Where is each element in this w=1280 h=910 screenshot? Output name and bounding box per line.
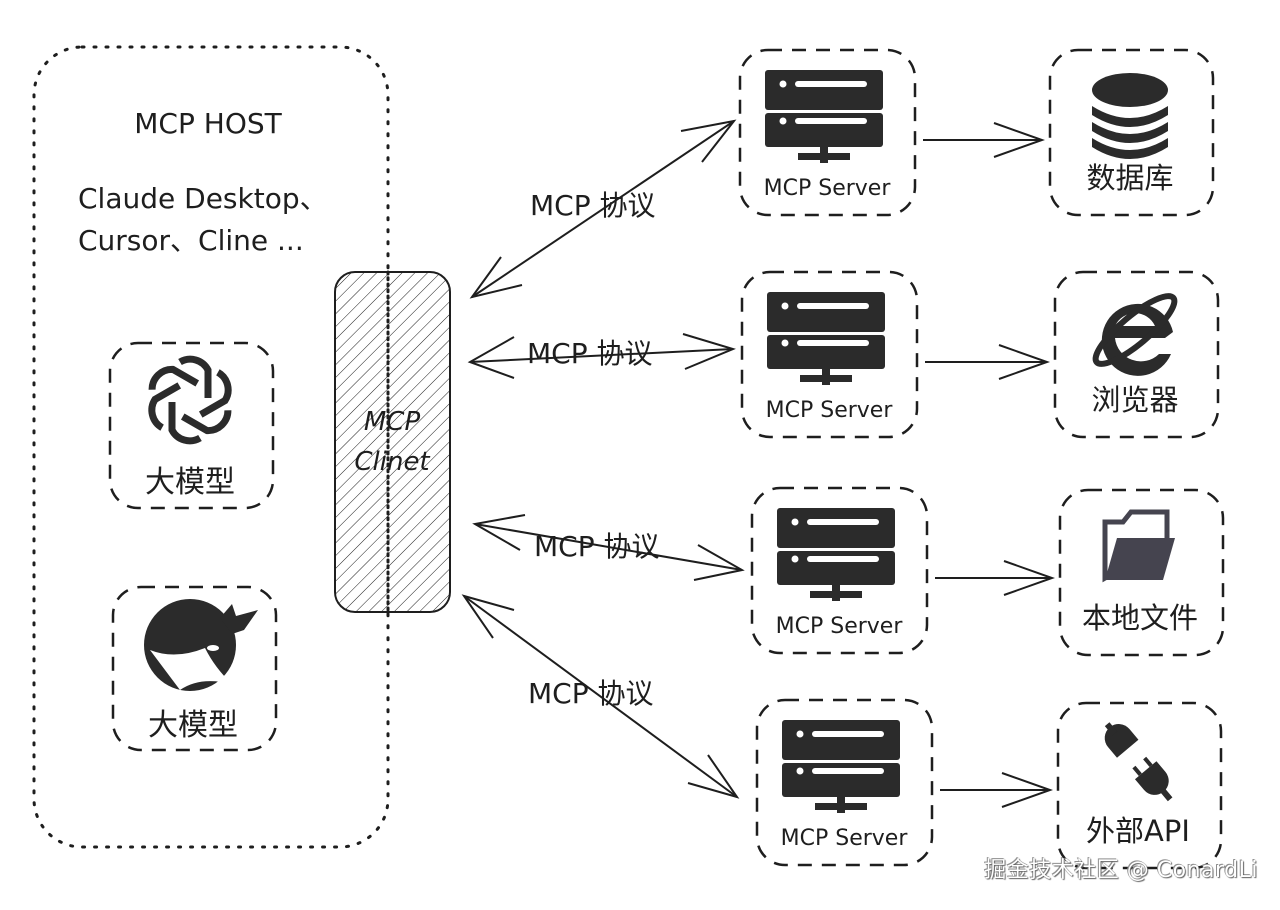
- folder-icon: [1102, 509, 1175, 583]
- deepseek-whale-icon: [144, 599, 258, 691]
- protocol-arrow-4: [461, 594, 740, 799]
- mcp-client[interactable]: MCP Clinet: [334, 270, 451, 614]
- protocol-arrow-1: [469, 119, 737, 299]
- model-label: 大模型: [148, 708, 238, 743]
- model-card-deepseek[interactable]: 大模型: [111, 585, 278, 752]
- resource-label: 外部API: [1086, 814, 1190, 848]
- resource-card-database[interactable]: 数据库: [1048, 48, 1215, 217]
- resource-card-ie-browser[interactable]: 浏览器: [1053, 270, 1220, 439]
- server-icon: [782, 720, 900, 813]
- model-card-openai[interactable]: 大模型: [108, 341, 275, 510]
- host-subtitle-line1: Claude Desktop、: [78, 182, 328, 215]
- server-to-resource-arrow: [925, 344, 1050, 380]
- server-label: MCP Server: [764, 176, 892, 201]
- protocol-label-2: MCP 协议: [527, 337, 653, 370]
- server-label: MCP Server: [781, 826, 909, 851]
- server-to-resource-arrow: [940, 772, 1053, 808]
- resource-card-folder[interactable]: 本地文件: [1058, 488, 1225, 657]
- model-label: 大模型: [145, 465, 235, 500]
- resource-card-plug[interactable]: 外部API: [1056, 701, 1223, 870]
- server-icon: [777, 508, 895, 601]
- resource-label: 本地文件: [1082, 601, 1198, 635]
- ie-browser-icon: [1092, 293, 1178, 376]
- mcp-server-card[interactable]: MCP Server: [740, 270, 919, 439]
- protocol-label-1: MCP 协议: [530, 189, 656, 222]
- server-label: MCP Server: [766, 398, 894, 423]
- client-label-line2: Clinet: [354, 447, 430, 477]
- database-icon: [1092, 73, 1168, 159]
- protocol-label-4: MCP 协议: [528, 677, 654, 710]
- host-subtitle-line2: Cursor、Cline ...: [78, 224, 304, 257]
- openai-icon: [148, 355, 232, 445]
- mcp-server-card[interactable]: MCP Server: [738, 48, 917, 217]
- protocol-arrow-2: [467, 333, 736, 379]
- server-icon: [767, 292, 885, 385]
- watermark: 掘金技术社区 @ ConardLi: [984, 858, 1258, 883]
- server-icon: [765, 70, 883, 163]
- host-title: MCP HOST: [134, 107, 282, 140]
- server-label: MCP Server: [776, 614, 904, 639]
- protocol-arrow-3: [472, 514, 745, 581]
- client-label-line1: MCP: [364, 407, 421, 437]
- server-to-resource-arrow: [935, 560, 1055, 596]
- server-to-resource-arrow: [923, 122, 1045, 158]
- mcp-server-card[interactable]: MCP Server: [755, 698, 934, 867]
- protocol-label-3: MCP 协议: [534, 530, 660, 563]
- resource-label: 浏览器: [1091, 383, 1178, 417]
- mcp-server-card[interactable]: MCP Server: [750, 486, 929, 655]
- resource-label: 数据库: [1086, 161, 1173, 195]
- plug-icon: [1104, 722, 1173, 802]
